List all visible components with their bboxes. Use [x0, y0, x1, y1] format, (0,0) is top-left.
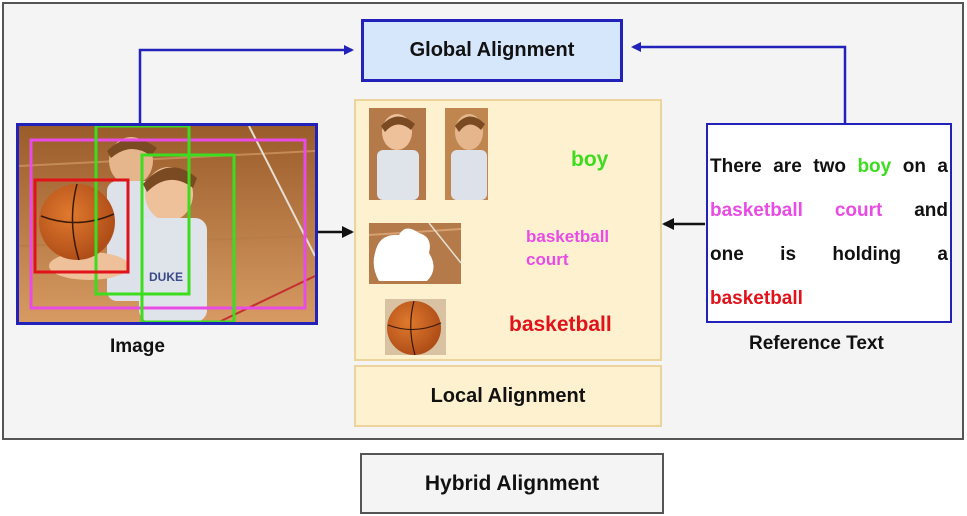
local-alignment-label: Local Alignment — [430, 384, 586, 407]
ref-word: holding — [832, 244, 902, 265]
local-label-boy: boy — [571, 148, 609, 171]
ref-word-boy: boy — [857, 156, 892, 177]
ref-word: two — [813, 156, 846, 177]
bbox-boy-front — [140, 153, 236, 322]
global-alignment-box: Global Alignment — [361, 19, 623, 82]
ref-word-court: court — [834, 200, 883, 221]
ref-word: There — [710, 156, 762, 177]
ref-word: and — [914, 200, 948, 221]
global-alignment-label: Global Alignment — [409, 39, 575, 61]
reference-line-4: basketball — [710, 277, 948, 321]
local-label-basketball: basketball — [509, 313, 612, 336]
hybrid-alignment-box: Hybrid Alignment — [360, 453, 664, 514]
ref-word-basketball: basketball — [710, 200, 803, 221]
court-photo: DUKE — [19, 126, 315, 322]
hybrid-alignment-label: Hybrid Alignment — [424, 471, 600, 495]
image-to-global-arrow — [138, 45, 354, 123]
local-label-court-line1: basketball — [526, 227, 610, 246]
reference-line-1: There are two boy on a — [710, 145, 948, 189]
crop-court — [369, 223, 461, 284]
svg-text:DUKE: DUKE — [149, 270, 183, 284]
reference-text-caption: Reference Text — [749, 333, 884, 354]
reference-line-2: basketball court and — [710, 189, 948, 233]
reference-line-3: one is holding a — [710, 233, 948, 277]
ref-word: are — [773, 156, 802, 177]
ref-word: one — [710, 244, 744, 265]
local-label-court: basketball court — [526, 225, 609, 271]
crop-boy-1 — [369, 108, 426, 200]
local-alignment-box: Local Alignment — [354, 365, 662, 427]
ref-word: on — [902, 156, 926, 177]
bbox-court — [29, 138, 307, 310]
crop-basketball — [385, 299, 446, 355]
main-image: DUKE — [16, 123, 318, 325]
ref-word: is — [780, 244, 797, 265]
bbox-basketball — [33, 178, 130, 274]
reference-text-box: There are two boy on a basketball court … — [706, 123, 952, 323]
image-caption: Image — [110, 336, 165, 357]
crop-boy-2 — [445, 108, 488, 200]
ref-word: a — [937, 244, 948, 265]
ref-word: a — [937, 156, 948, 177]
local-label-court-line2: court — [526, 250, 569, 269]
ref-word-basketball: basketball — [710, 288, 803, 309]
text-to-global-arrow — [631, 42, 847, 123]
